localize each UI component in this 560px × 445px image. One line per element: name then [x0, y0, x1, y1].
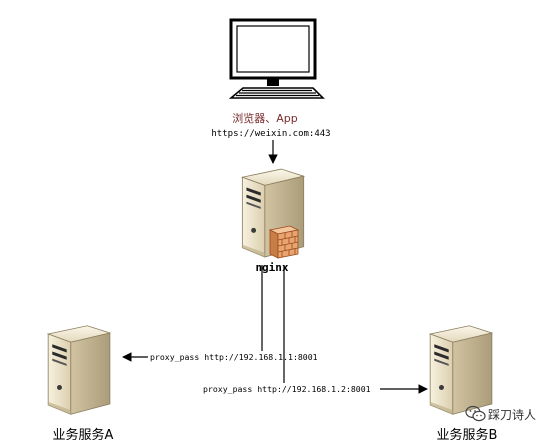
- nginx-server: [241, 168, 305, 259]
- server-tower-icon: [47, 325, 111, 415]
- route-label-b: proxy_pass http://192.168.1.2:8001: [203, 384, 371, 394]
- client-computer: [228, 18, 325, 99]
- service-b-label: 业务服务B: [437, 427, 498, 443]
- firewall-icon: [268, 225, 300, 259]
- client-url: https://weixin.com:443: [211, 129, 330, 139]
- route-label-a: proxy_pass http://192.168.1.1:8001: [150, 352, 318, 362]
- route-to-service-b: [283, 265, 428, 394]
- route-to-service-a: [122, 265, 263, 362]
- service-a-label: 业务服务A: [53, 427, 114, 443]
- server-tower-icon: [429, 325, 493, 415]
- server-firewall-icon: [241, 168, 305, 259]
- wechat-logo-icon: [465, 405, 486, 422]
- service-a-server: [47, 325, 111, 415]
- proxy-label: nginx: [255, 261, 288, 274]
- watermark-text: 踩刀诗人: [488, 408, 536, 422]
- client-label: 浏览器、App: [232, 111, 298, 125]
- desktop-computer-icon: [228, 18, 325, 99]
- watermark: 踩刀诗人: [465, 405, 536, 422]
- service-b-server: [429, 325, 493, 415]
